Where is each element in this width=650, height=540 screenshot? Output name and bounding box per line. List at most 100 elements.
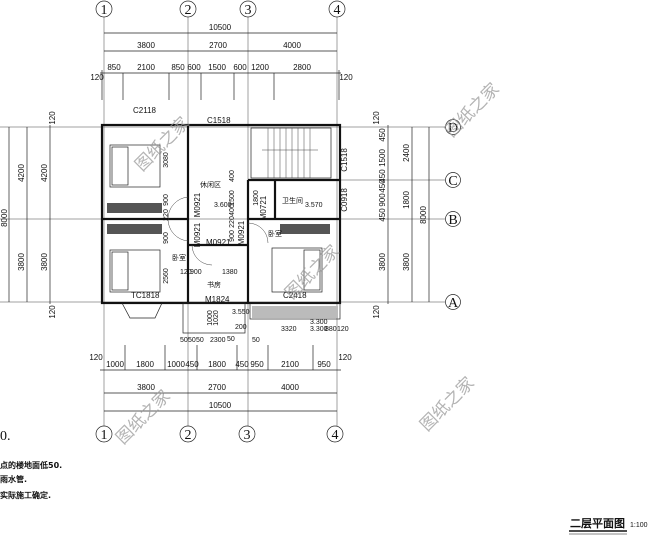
svg-text:50: 50 [252,337,260,344]
inner-dimensions: 900 220 900 400 1500 400 220 900 1800 12… [163,152,260,326]
svg-text:880: 880 [325,326,337,333]
svg-text:3.300: 3.300 [310,326,328,333]
svg-text:120: 120 [48,111,57,125]
svg-text:10500: 10500 [209,401,232,410]
room-bedroom-right: 卧室 [268,229,282,238]
bottom-dimensions: 120 1000 1800 1000 450 1800 450 950 2100… [89,324,352,412]
axis-bubble-2-bottom: 2 [179,425,197,443]
svg-text:400: 400 [229,204,236,216]
svg-text:4200: 4200 [17,164,26,182]
svg-text:实际施工确定.: 实际施工确定. [0,490,51,500]
svg-text:1800: 1800 [253,190,260,206]
svg-text:2300: 2300 [210,337,226,344]
svg-text:1800: 1800 [208,360,226,369]
svg-text:450: 450 [378,179,387,193]
svg-text:图纸之家: 图纸之家 [416,373,478,435]
window-c0918: C0918 [340,188,349,212]
svg-text:2700: 2700 [208,383,226,392]
svg-text:220: 220 [163,209,170,221]
svg-text:雨水管.: 雨水管. [0,474,27,484]
svg-text:2100: 2100 [281,360,299,369]
axis-bubble-3-top: 3 [239,0,257,18]
svg-text:950: 950 [317,360,331,369]
svg-text:1: 1 [101,428,108,443]
svg-text:4: 4 [334,3,341,18]
svg-text:400: 400 [229,170,236,182]
left-dimensions: 8000 4200 3800 4200 3800 120 120 [0,111,57,319]
svg-text:900: 900 [163,194,170,206]
svg-text:1020: 1020 [213,310,220,326]
svg-text:点的楼地面低50.: 点的楼地面低50. [0,460,62,470]
top-dimensions: 10500 3800 2700 4000 120 850 2100 850 60… [90,23,353,100]
svg-text:2700: 2700 [209,41,227,50]
svg-text:120: 120 [372,111,381,125]
svg-text:二层平面图: 二层平面图 [570,517,625,530]
svg-text:3800: 3800 [402,253,411,271]
svg-text:3800: 3800 [17,253,26,271]
door-m0921-c: M0921 [206,238,231,247]
svg-text:4200: 4200 [40,164,49,182]
svg-text:1000: 1000 [207,310,214,326]
door-m0921-b: M0921 [193,222,202,247]
svg-text:850: 850 [107,63,121,72]
svg-text:900: 900 [163,232,170,244]
svg-text:450: 450 [378,169,387,183]
window-c2118: C2118 [133,106,157,115]
axis-bubble-A: A [445,294,461,311]
svg-text:600: 600 [233,63,247,72]
svg-text:120: 120 [339,73,353,82]
room-bedroom-left: 卧室 [172,253,186,262]
wardrobes [107,203,338,318]
axis-bubble-1-bottom: 1 [95,425,113,443]
svg-text:3080: 3080 [163,152,170,168]
door-m1824: M1824 [205,295,230,304]
door-m0721: M0721 [259,195,268,220]
svg-text:120: 120 [338,353,352,362]
svg-text:3320: 3320 [281,326,297,333]
bed-top-left [109,144,161,188]
svg-text:4000: 4000 [283,41,301,50]
svg-text:50: 50 [188,337,196,344]
svg-text:1800: 1800 [402,191,411,209]
svg-text:2: 2 [185,428,192,443]
bed-bottom-left [109,249,161,293]
elevation-bath: 3.570 [305,202,323,209]
svg-text:图纸之家: 图纸之家 [281,241,343,303]
svg-text:图纸之家: 图纸之家 [112,386,174,448]
svg-text:2400: 2400 [402,144,411,162]
svg-text:2560: 2560 [163,268,170,284]
svg-text:1000: 1000 [167,360,185,369]
axis-bubble-4-top: 4 [328,0,346,18]
svg-text:120: 120 [337,326,349,333]
svg-text:600: 600 [187,63,201,72]
svg-text:2: 2 [185,3,192,18]
svg-text:3800: 3800 [137,41,155,50]
drawing-scale: 1:100 [630,522,648,529]
svg-text:1800: 1800 [136,360,154,369]
svg-text:220: 220 [229,216,236,228]
window-tc1818: TC1818 [131,291,160,300]
svg-text:3800: 3800 [40,253,49,271]
svg-text:450: 450 [235,360,249,369]
svg-text:8000: 8000 [0,209,9,227]
svg-text:图纸之家: 图纸之家 [441,79,503,141]
svg-text:C: C [448,174,457,189]
svg-text:450: 450 [378,128,387,142]
svg-text:1: 1 [101,3,108,18]
svg-text:D: D [448,121,458,136]
svg-text:3800: 3800 [378,253,387,271]
svg-text:900: 900 [229,230,236,242]
svg-text:1500: 1500 [208,63,226,72]
svg-text:120: 120 [180,269,192,276]
svg-text:1500: 1500 [229,190,236,206]
axis-bubble-C: C [445,172,461,189]
svg-text:2800: 2800 [293,63,311,72]
bed-right [271,247,323,293]
svg-text:120: 120 [372,305,381,319]
window-c1518-top: C1518 [207,116,231,125]
svg-text:10500: 10500 [209,23,232,32]
svg-text:1380: 1380 [222,269,238,276]
svg-text:900: 900 [378,193,387,207]
svg-text:850: 850 [171,63,185,72]
